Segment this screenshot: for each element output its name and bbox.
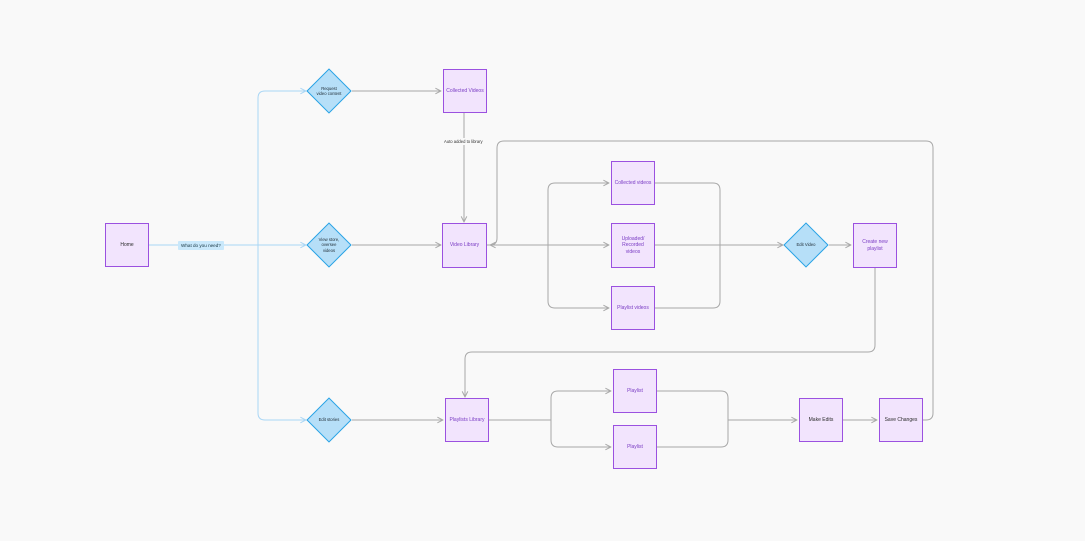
connector-playlist-2-to-merge	[657, 420, 729, 448]
node-save-changes: Save Changes	[879, 398, 923, 442]
connector-split-to-playlist-videos	[547, 245, 609, 308]
node-video-library: Video Library	[442, 223, 487, 268]
node-uploaded-recorded-videos: Uploaded/ Recorded videos	[611, 223, 655, 268]
connector-split-to-collected	[547, 183, 609, 245]
node-home: Home	[105, 223, 149, 267]
connector-save-to-video-library	[490, 140, 934, 421]
label-what-do-you-need: What do you need?	[178, 241, 224, 250]
node-playlist-1: Playlist	[613, 369, 657, 413]
connector-collected-to-merge	[655, 182, 721, 245]
decision-edit-video: Edit Video	[783, 222, 829, 268]
connector-playlist-videos-to-merge	[655, 245, 721, 309]
connector-branch-to-request	[257, 91, 306, 245]
connector-split-to-playlist-1	[550, 391, 611, 420]
node-make-edits: Make Edits	[799, 398, 843, 442]
node-playlist-videos: Playlist videos	[611, 286, 655, 330]
decision-view-store-oversee-videos: View store, oversee videos	[306, 222, 352, 268]
decision-edit-stories: Edit stories	[306, 397, 352, 443]
decision-label: Edit stories	[318, 417, 340, 423]
node-create-new-playlist: Create new playlist	[853, 223, 897, 268]
node-collected-videos-top: Collected Videos	[443, 69, 487, 113]
decision-label: View store, oversee videos	[318, 237, 340, 253]
node-playlists-library: Playlists Library	[445, 398, 489, 442]
connector-create-to-playlists-library	[465, 268, 876, 397]
node-playlist-2: Playlist	[613, 425, 657, 469]
label-auto-added-to-library: Auto added to library	[444, 138, 483, 145]
decision-label: Request video content	[316, 85, 342, 96]
node-collected-videos: Collected videos	[611, 161, 655, 205]
connector-branch-to-edit-stories	[257, 245, 306, 420]
connector-split-to-playlist-2	[550, 420, 611, 447]
decision-label: Edit Video	[796, 242, 816, 248]
decision-request-video-content: Request video content	[306, 68, 352, 114]
connector-playlist-1-to-merge	[657, 390, 729, 420]
